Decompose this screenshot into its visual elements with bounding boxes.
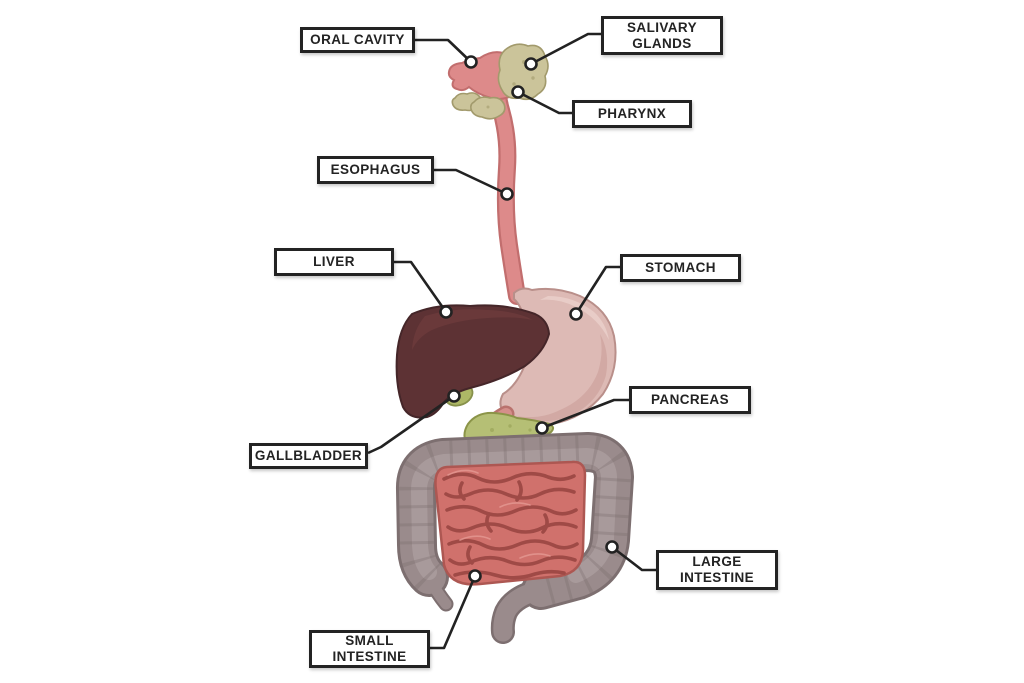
label-text: LARGE	[692, 554, 742, 570]
leader-large-intestine	[611, 545, 656, 572]
label-text: INTESTINE	[332, 649, 407, 664]
label-text: ORAL CAVITY	[310, 32, 405, 48]
marker-stomach	[569, 307, 583, 321]
leader-esophagus	[434, 168, 508, 196]
label-text: ESOPHAGUS	[330, 162, 421, 178]
label-text: LIVER	[313, 254, 355, 270]
label-text: PANCREAS	[651, 392, 729, 408]
label-liver: LIVER	[274, 248, 394, 276]
marker-large-intestine	[605, 540, 619, 554]
label-text: GLANDS	[632, 35, 692, 51]
liver-shape	[395, 304, 551, 419]
small-intestine-shape	[434, 460, 587, 586]
label-text: PHARYNX	[597, 106, 667, 122]
label-stomach: STOMACH	[620, 254, 741, 282]
large-intestine-shape	[396, 432, 634, 644]
label-text: STOMACH	[645, 260, 716, 276]
label-text: SMALL	[345, 633, 394, 649]
salivary-glands-shape	[451, 43, 549, 120]
label-text: GALLBLADDER	[254, 448, 363, 464]
leader-stomach	[574, 265, 620, 315]
leader-gallbladder	[367, 394, 455, 455]
marker-pancreas	[535, 421, 549, 435]
leader-liver	[394, 260, 448, 313]
label-esophagus: ESOPHAGUS	[317, 156, 434, 184]
label-pharynx: PHARYNX	[572, 100, 692, 128]
leader-lines	[367, 32, 656, 650]
leader-pharynx	[517, 90, 572, 115]
label-pancreas: PANCREAS	[629, 386, 751, 414]
leader-small-intestine	[430, 575, 477, 650]
marker-oral-cavity	[464, 55, 478, 69]
marker-esophagus	[500, 187, 514, 201]
leader-oral-cavity	[415, 38, 472, 63]
label-oral-cavity: ORAL CAVITY	[300, 27, 415, 53]
marker-gallbladder	[447, 389, 461, 403]
leader-salivary-glands	[530, 32, 601, 66]
label-text: SALIVARY	[627, 19, 697, 35]
leader-pancreas	[541, 398, 629, 430]
label-text: INTESTINE	[679, 570, 755, 585]
marker-salivary-glands	[524, 57, 538, 71]
label-gallbladder: GALLBLADDER	[249, 443, 368, 469]
marker-liver	[439, 305, 453, 319]
marker-small-intestine	[468, 569, 482, 583]
marker-pharynx	[511, 85, 525, 99]
leader-markers	[439, 55, 619, 583]
